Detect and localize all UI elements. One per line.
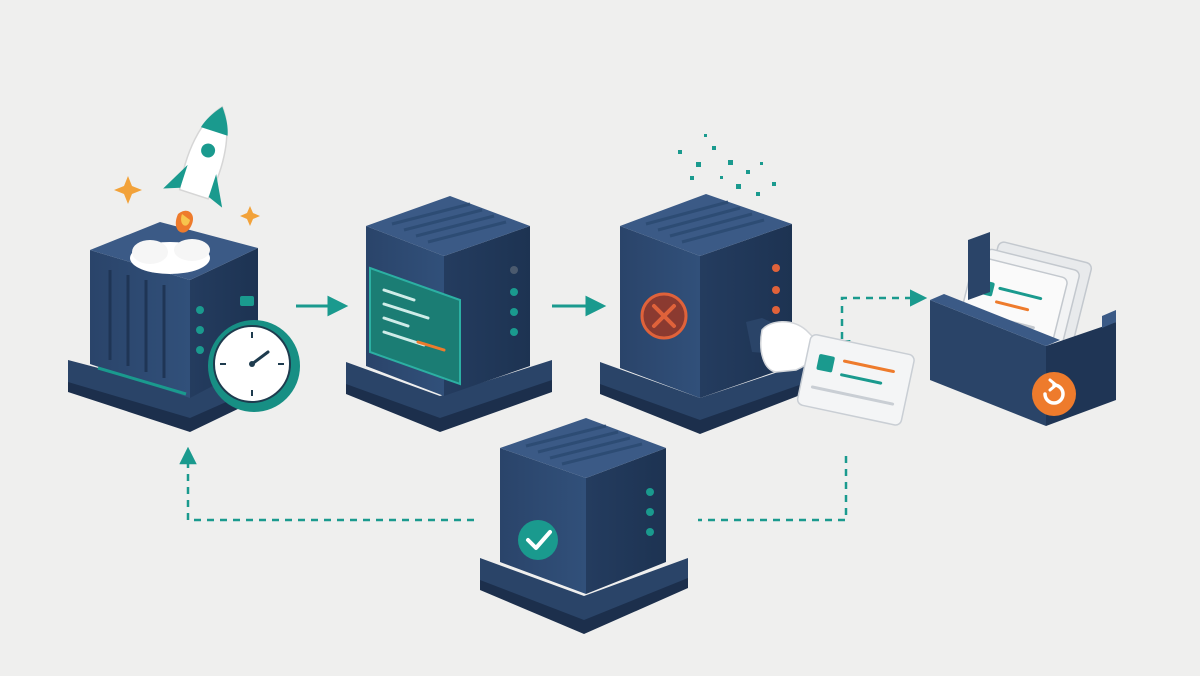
checkmark-icon [518, 520, 558, 560]
backup-archive-node [930, 232, 1116, 426]
sparkle-icon [114, 176, 260, 226]
terminal-icon [369, 266, 461, 386]
error-x-icon [640, 292, 688, 340]
restore-icon [1032, 372, 1076, 416]
arrow-failed-to-healthy [698, 456, 848, 522]
hand-card-icon [746, 318, 915, 426]
failed-server-node [600, 194, 808, 434]
stopwatch-icon [208, 296, 300, 412]
arrow-healthy-to-launch [179, 446, 474, 522]
data-particles-icon [678, 134, 776, 196]
rocket-icon [130, 105, 228, 274]
healthy-server-node [480, 418, 688, 634]
arrow-failed-backup-bidirectional [833, 289, 928, 358]
